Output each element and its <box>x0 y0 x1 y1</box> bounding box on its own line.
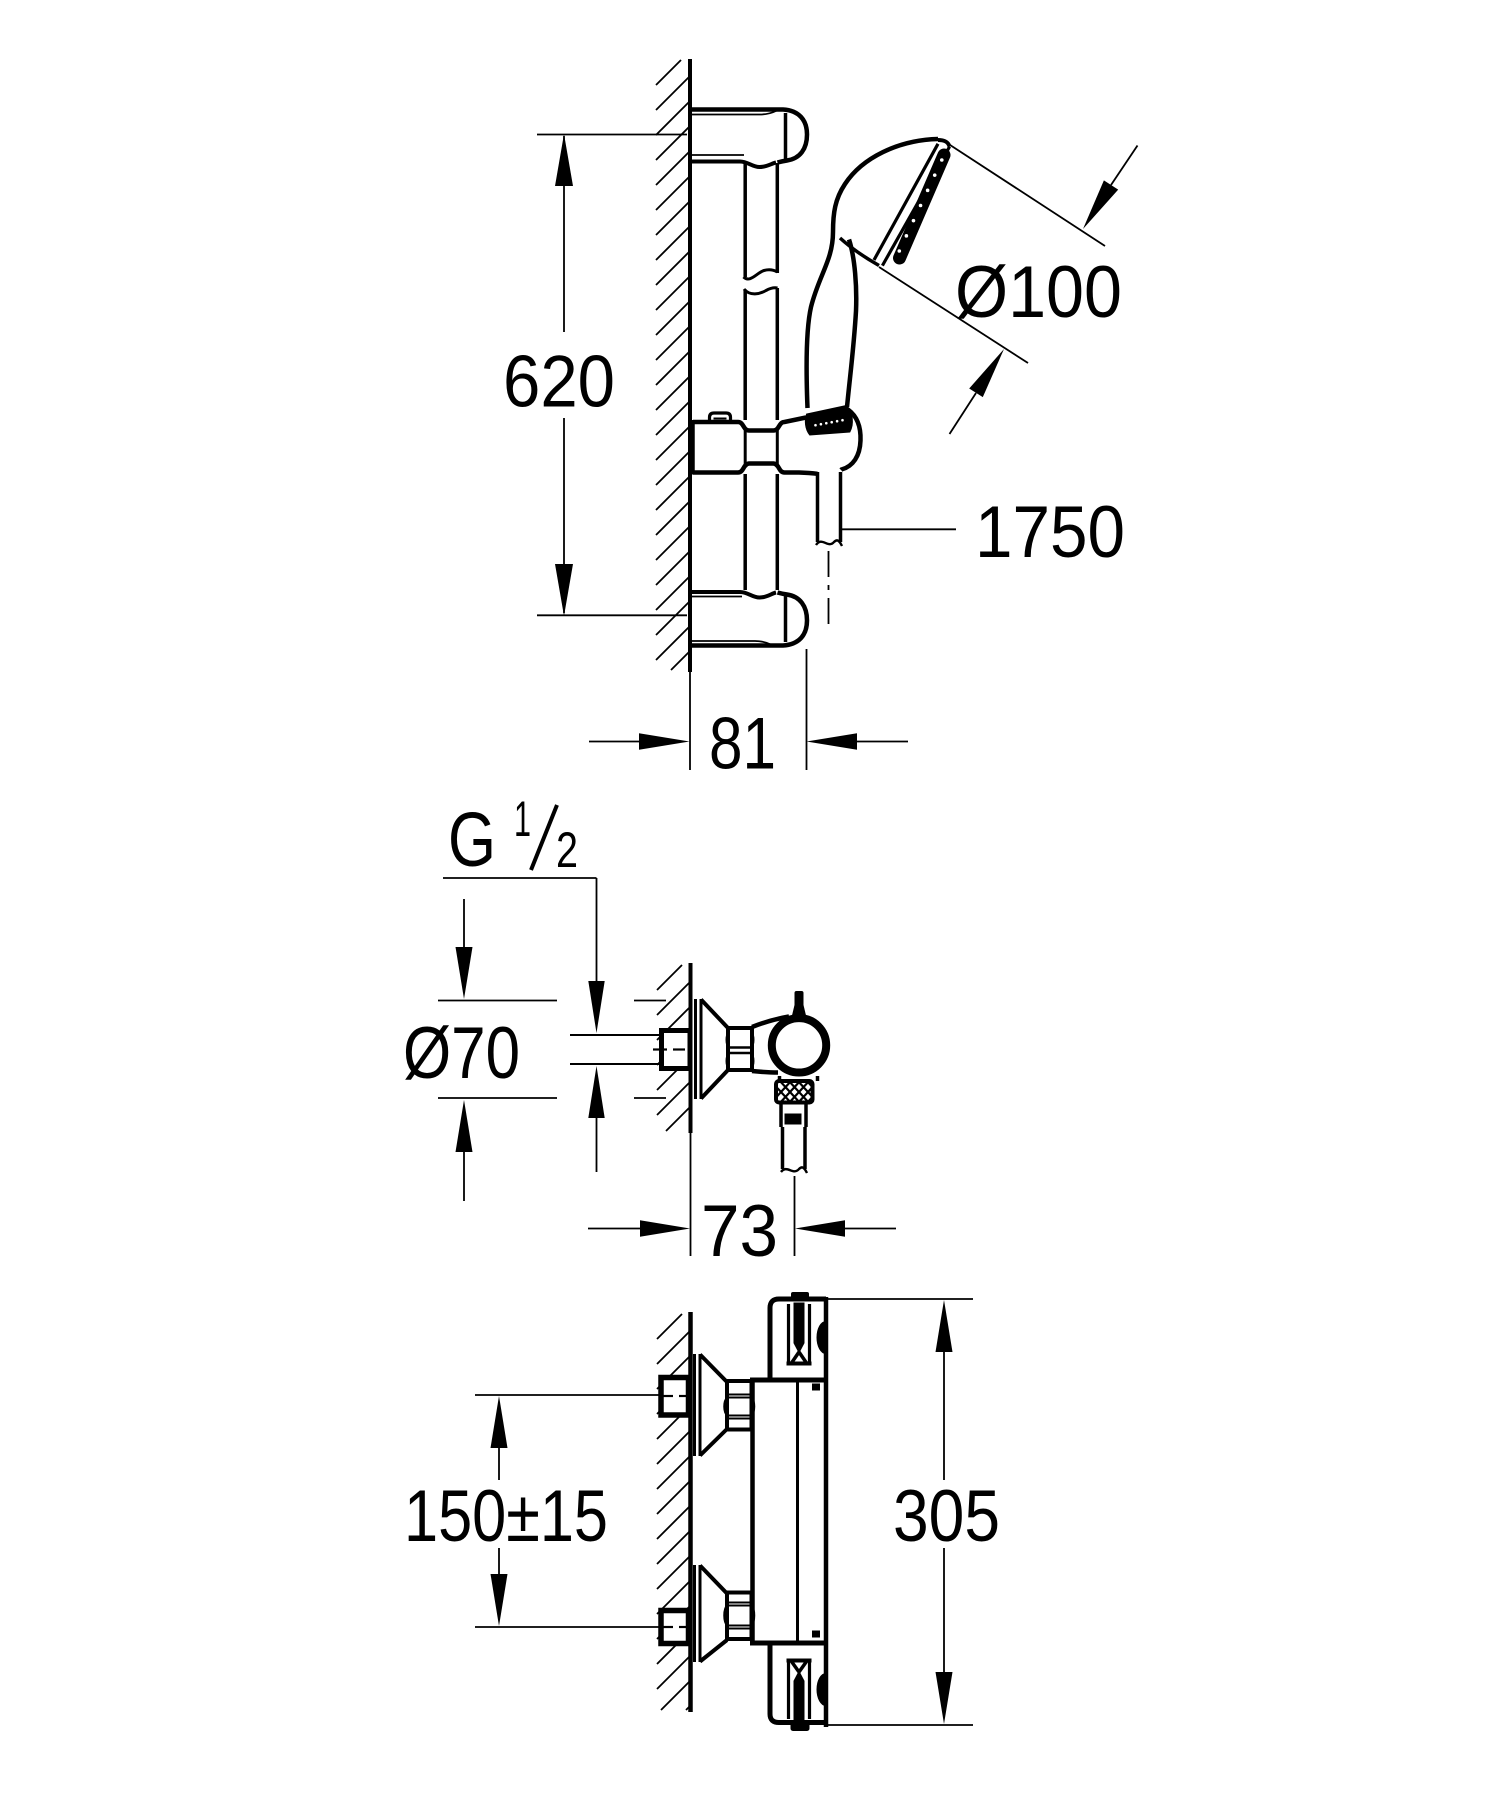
svg-text:1: 1 <box>514 791 531 847</box>
svg-text:620: 620 <box>503 342 615 423</box>
svg-text:73: 73 <box>701 1191 778 1272</box>
svg-text:150±15: 150±15 <box>404 1476 608 1557</box>
svg-text:1750: 1750 <box>975 492 1125 573</box>
svg-text:G: G <box>448 797 496 883</box>
svg-text:2: 2 <box>556 822 578 878</box>
svg-text:81: 81 <box>709 704 776 785</box>
svg-text:Ø100: Ø100 <box>955 252 1122 333</box>
svg-text:305: 305 <box>893 1476 1000 1557</box>
svg-text:Ø70: Ø70 <box>403 1013 520 1094</box>
